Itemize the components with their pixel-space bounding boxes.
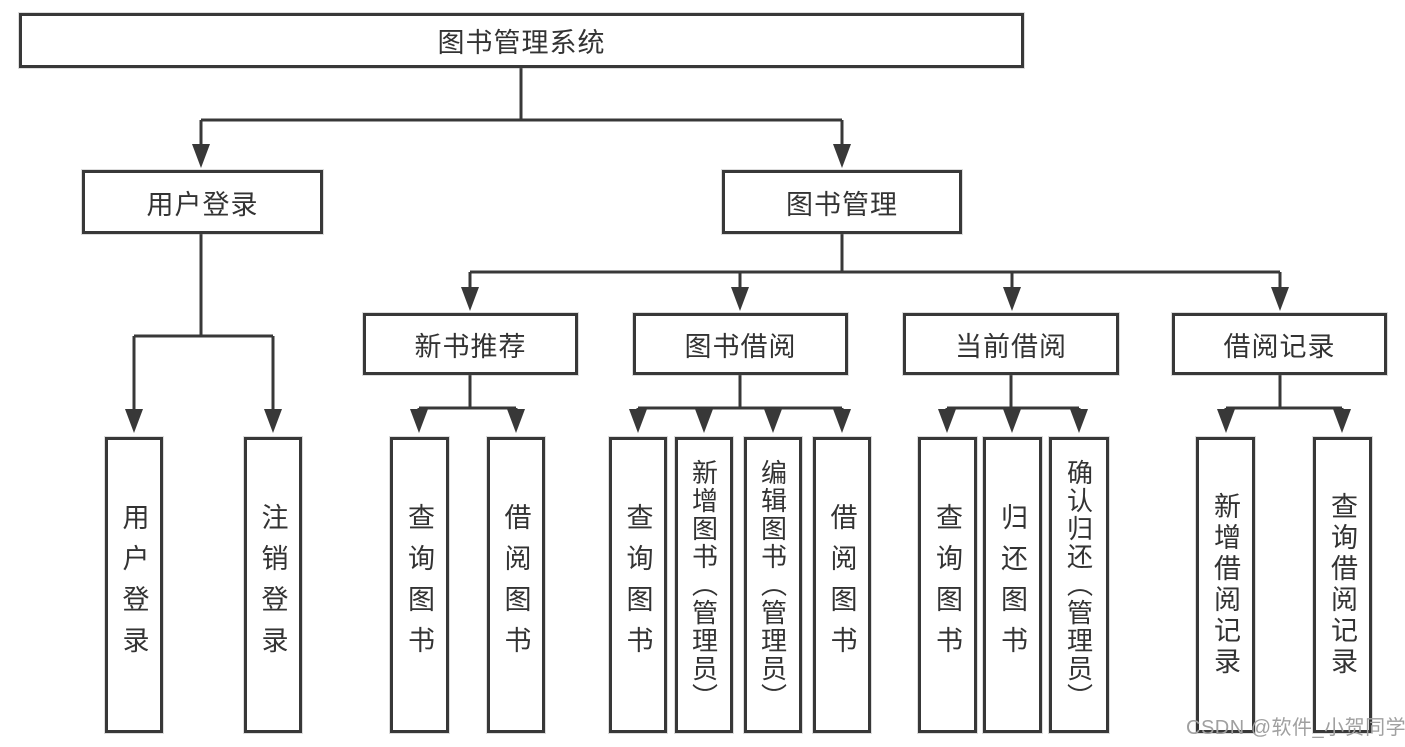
- node-borrow-books-borrowing: 借阅图书: [813, 437, 871, 733]
- connector-new-book-recommendation-to-children: [417, 375, 518, 412]
- node-user-login-branch: 用户登录: [82, 170, 323, 234]
- arrow-down-icon: [833, 409, 851, 433]
- arrow-down-icon: [1271, 287, 1289, 311]
- node-query-books-borrowing: 查询图书: [609, 437, 667, 733]
- node-book-borrowing: 图书借阅: [633, 313, 848, 375]
- node-query-books-current: 查询图书: [918, 437, 977, 733]
- arrow-down-icon: [764, 409, 782, 433]
- node-confirm-return-admin: 确认归还（管理员）: [1049, 437, 1109, 733]
- arrow-down-icon: [1003, 409, 1021, 433]
- node-new-book-recommendation: 新书推荐: [363, 313, 578, 375]
- node-return-books: 归还图书: [983, 437, 1042, 733]
- node-current-borrowing: 当前借阅: [903, 313, 1119, 375]
- arrow-down-icon: [192, 144, 210, 168]
- csdn-watermark: CSDN @软件_小贺同学: [1186, 717, 1405, 739]
- node-library-management-system: 图书管理系统: [19, 13, 1024, 68]
- arrow-down-icon: [938, 409, 956, 433]
- node-add-books-admin: 新增图书（管理员）: [675, 437, 733, 733]
- arrow-down-icon: [1070, 409, 1088, 433]
- arrow-down-icon: [461, 287, 479, 311]
- arrow-down-icon: [731, 287, 749, 311]
- connector-borrowing-records-to-children: [1224, 375, 1344, 412]
- node-borrow-books-recommend: 借阅图书: [487, 437, 545, 733]
- arrow-down-icon: [833, 144, 851, 168]
- arrow-down-icon: [264, 409, 282, 433]
- node-query-borrow-record: 查询借阅记录: [1313, 437, 1372, 733]
- arrow-down-icon: [1217, 409, 1235, 433]
- connector-current-borrowing-to-children: [945, 375, 1081, 412]
- arrowheads: [125, 144, 1351, 433]
- arrow-down-icon: [695, 409, 713, 433]
- node-borrowing-records: 借阅记录: [1172, 313, 1387, 375]
- connector-book-borrowing-to-children: [636, 375, 844, 412]
- node-edit-books-admin: 编辑图书（管理员）: [744, 437, 802, 733]
- arrow-down-icon: [410, 409, 428, 433]
- arrow-down-icon: [629, 409, 647, 433]
- node-query-books-recommend: 查询图书: [390, 437, 449, 733]
- arrow-down-icon: [507, 409, 525, 433]
- connector-root-to-level2: [199, 68, 844, 146]
- node-logout-leaf: 注销登录: [244, 437, 302, 733]
- connector-user-login-to-children: [132, 234, 275, 412]
- arrow-down-icon: [1003, 287, 1021, 311]
- arrow-down-icon: [125, 409, 143, 433]
- node-add-borrow-record: 新增借阅记录: [1196, 437, 1255, 733]
- arrow-down-icon: [1333, 409, 1351, 433]
- connector-book-management-to-level3: [468, 234, 1282, 290]
- node-book-management-branch: 图书管理: [722, 170, 962, 234]
- node-user-login-leaf: 用户登录: [105, 437, 163, 733]
